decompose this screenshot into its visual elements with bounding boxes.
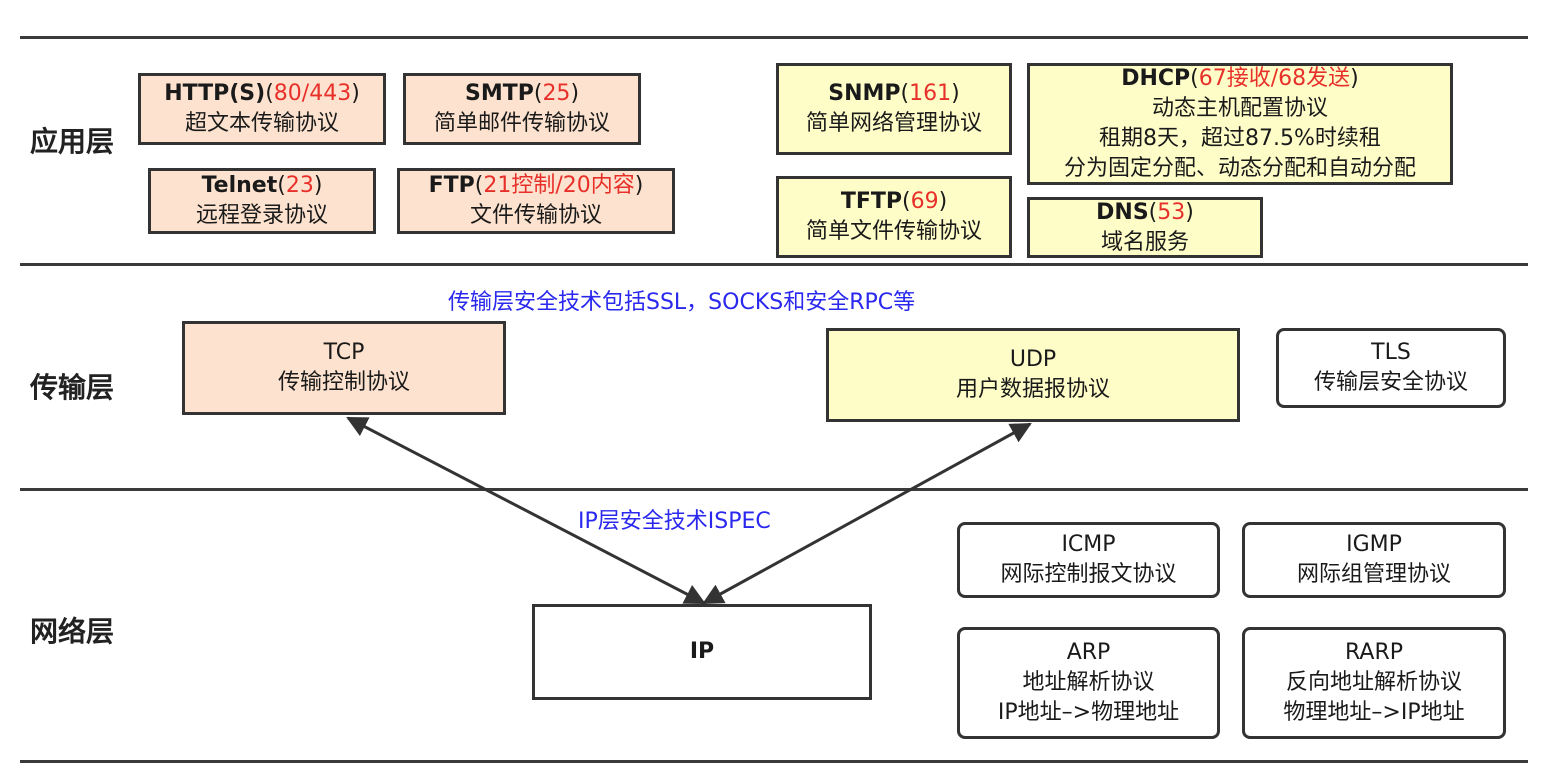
arp-desc: 地址解析协议 [1022, 670, 1155, 695]
icmp-name: ICMP [1061, 532, 1116, 557]
layer-label-application: 应用层 [30, 125, 115, 158]
dhcp-name: DHCP [1121, 66, 1191, 91]
smtp-box: SMTP(25) 简单邮件传输协议 [403, 73, 641, 145]
separator-bottom [20, 760, 1528, 763]
layer-label-transport: 传输层 [30, 371, 115, 404]
smtp-desc: 简单邮件传输协议 [433, 111, 610, 136]
smtp-name: SMTP [464, 81, 534, 106]
dhcp-allocation: 分为固定分配、动态分配和自动分配 [1063, 156, 1416, 181]
arp-mapping: IP地址–>物理地址 [997, 700, 1180, 725]
tcp-box: TCP 传输控制协议 [182, 321, 506, 415]
ip-name: IP [689, 639, 715, 664]
http-port: 80/443 [273, 81, 352, 106]
udp-name: UDP [1009, 347, 1057, 372]
tftp-name: TFTP [840, 189, 902, 214]
layer-label-network: 网络层 [30, 615, 115, 648]
tftp-port: 69 [910, 189, 939, 214]
snmp-desc: 简单网络管理协议 [805, 111, 982, 136]
smtp-port: 25 [542, 81, 571, 106]
snmp-name: SNMP [828, 81, 901, 106]
separator-top [20, 36, 1528, 39]
tls-box: TLS 传输层安全协议 [1276, 328, 1506, 408]
dhcp-port: 67接收/68发送 [1198, 66, 1351, 91]
rarp-desc: 反向地址解析协议 [1285, 670, 1462, 695]
udp-desc: 用户数据报协议 [955, 377, 1110, 402]
ftp-box: FTP(21控制/20内容) 文件传输协议 [397, 168, 675, 234]
tftp-box: TFTP(69) 简单文件传输协议 [776, 176, 1012, 258]
tcp-desc: 传输控制协议 [277, 370, 410, 395]
igmp-desc: 网际组管理协议 [1296, 562, 1451, 587]
snmp-box: SNMP(161) 简单网络管理协议 [776, 63, 1012, 155]
ftp-port: 21控制/20内容 [483, 173, 635, 198]
rarp-name: RARP [1345, 640, 1403, 665]
ip-box: IP [532, 604, 872, 700]
dns-name: DNS [1096, 199, 1149, 225]
udp-box: UDP 用户数据报协议 [826, 328, 1240, 422]
telnet-name: Telnet [201, 173, 278, 198]
rarp-mapping: 物理地址–>IP地址 [1283, 700, 1465, 725]
telnet-box: Telnet(23) 远程登录协议 [148, 168, 376, 234]
rarp-box: RARP 反向地址解析协议 物理地址–>IP地址 [1242, 627, 1506, 739]
dns-desc: 域名服务 [1100, 229, 1189, 255]
http-name: HTTP(S) [164, 81, 266, 106]
telnet-desc: 远程登录协议 [195, 203, 328, 228]
arp-box: ARP 地址解析协议 IP地址–>物理地址 [957, 627, 1220, 739]
separator-app-transport [20, 263, 1528, 266]
dhcp-box: DHCP(67接收/68发送) 动态主机配置协议 租期8天，超过87.5%时续租… [1027, 63, 1453, 185]
http-box: HTTP(S)(80/443) 超文本传输协议 [138, 73, 386, 145]
transport-security-note: 传输层安全技术包括SSL，SOCKS和安全RPC等 [448, 290, 916, 315]
arrow-tcp-ip [346, 416, 706, 605]
tls-desc: 传输层安全协议 [1313, 370, 1468, 395]
tls-name: TLS [1371, 340, 1411, 365]
tftp-desc: 简单文件传输协议 [805, 219, 982, 244]
igmp-box: IGMP 网际组管理协议 [1242, 522, 1506, 598]
tcp-name: TCP [323, 340, 365, 365]
dhcp-desc: 动态主机配置协议 [1151, 96, 1328, 121]
arrow-udp-ip [702, 422, 1032, 605]
dns-box: DNS(53) 域名服务 [1027, 197, 1263, 258]
ftp-name: FTP [428, 173, 475, 198]
dhcp-lease: 租期8天，超过87.5%时续租 [1099, 126, 1381, 151]
dns-port: 53 [1157, 199, 1186, 225]
http-desc: 超文本传输协议 [184, 111, 339, 136]
igmp-name: IGMP [1346, 532, 1402, 557]
telnet-port: 23 [285, 173, 314, 198]
snmp-port: 161 [909, 81, 952, 106]
ftp-desc: 文件传输协议 [469, 203, 602, 228]
arp-name: ARP [1066, 640, 1111, 665]
